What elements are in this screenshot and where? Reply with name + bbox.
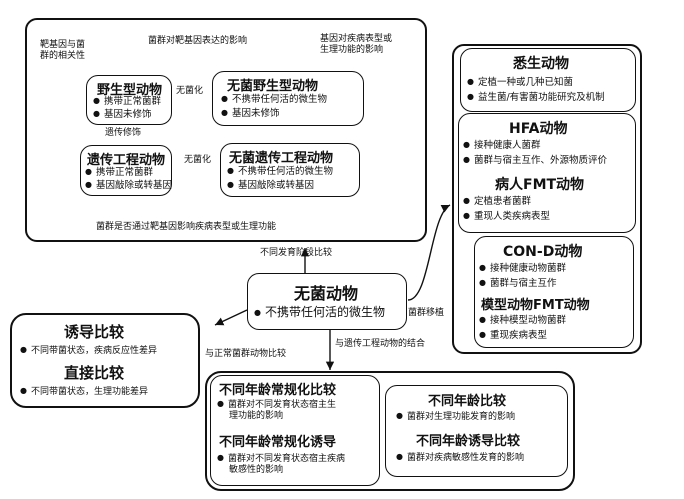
ge-item-1: 携带正常菌群	[85, 167, 153, 179]
ge-title: 遗传工程动物	[87, 153, 166, 168]
induced-item: 不同带菌状态，疾病反应性差异	[20, 346, 157, 357]
age-cmp-title: 不同年龄比较	[428, 394, 507, 409]
gnotobiotic-box: 悉生动物 定植一种或几种已知菌 益生菌/有害菌功能研究及机制	[460, 48, 636, 112]
gf-wild-item-2: 基因未修饰	[221, 108, 280, 120]
germfree-center-box: 无菌动物 不携带任何活的微生物	[247, 273, 407, 330]
wild-type-box: 野生型动物 携带正常菌群 基因未修饰	[86, 75, 172, 125]
wild-item-1: 携带正常菌群	[93, 96, 161, 108]
age-norm-cmp-title: 不同年龄常规化比较	[219, 383, 337, 398]
label-germfree-2: 无菌化	[184, 155, 212, 165]
gf-wild-box: 无菌野生型动物 不携带任何活的微生物 基因未修饰	[212, 71, 364, 126]
age-cmp-item: 菌群对生理功能发育的影响	[396, 412, 515, 423]
hfa-title: HFA动物	[509, 121, 568, 137]
wild-type-title: 野生型动物	[97, 83, 163, 98]
model-fmt-item-2: 重现疾病表型	[479, 330, 547, 342]
hfa-item-1: 接种健康人菌群	[463, 140, 541, 152]
ge-box: 遗传工程动物 携带正常菌群 基因敲除或转基因	[80, 145, 172, 196]
direct-item: 不同带菌状态，生理功能差异	[20, 387, 148, 398]
left-panel: 诱导比较 不同带菌状态，疾病反应性差异 直接比较 不同带菌状态，生理功能差异	[10, 313, 200, 408]
gnotobiotic-title: 悉生动物	[513, 56, 569, 72]
cond-item-2: 菌群与宿主互作	[479, 278, 557, 290]
ge-item-2: 基因敲除或转基因	[85, 180, 172, 192]
gnotobiotic-item-1: 定植一种或几种已知菌	[467, 77, 573, 89]
germfree-title: 无菌动物	[294, 284, 359, 303]
label-target-gene-correlation: 靶基因与菌群的相关性	[40, 40, 86, 61]
patient-fmt-title: 病人FMT动物	[495, 177, 585, 193]
label-flora-gene-expression: 菌群对靶基因表达的影响	[148, 36, 248, 46]
cond-box: CON-D动物 接种健康动物菌群 菌群与宿主互作 模型动物FMT动物 接种模型动…	[474, 236, 634, 348]
hfa-item-2: 菌群与宿主互作、外源物质评价	[463, 155, 607, 167]
age-norm-cmp-item: 菌群对不同发育状态宿主生 理功能的影响	[217, 400, 336, 423]
edge-label-vs-normal: 与正常菌群动物比较	[205, 349, 287, 359]
wild-item-2: 基因未修饰	[93, 109, 152, 121]
model-fmt-item-1: 接种模型动物菌群	[479, 315, 566, 327]
label-flora-via-target-gene: 菌群是否通过靶基因影响疾病表型或生理功能	[96, 222, 277, 232]
age-comparison-box: 不同年龄比较 菌群对生理功能发育的影响 不同年龄诱导比较 菌群对疾病敏感性发育的…	[385, 385, 568, 477]
age-ind-title: 不同年龄诱导比较	[416, 434, 521, 449]
patient-fmt-item-1: 定植患者菌群	[463, 196, 531, 208]
cond-title: CON-D动物	[503, 244, 583, 260]
hfa-box: HFA动物 接种健康人菌群 菌群与宿主互作、外源物质评价 病人FMT动物 定植患…	[458, 113, 636, 233]
label-genetic-modification: 遗传修饰	[105, 128, 142, 138]
gf-ge-item-2: 基因敲除或转基因	[227, 180, 314, 192]
label-germfree-1: 无菌化	[176, 86, 204, 96]
edge-label-combine-ge: 与遗传工程动物的结合	[335, 339, 426, 349]
gnotobiotic-item-2: 益生菌/有害菌功能研究及机制	[467, 92, 605, 104]
label-gene-phenotype: 基因对疾病表型或生理功能的影响	[320, 34, 393, 55]
gf-ge-box: 无菌遗传工程动物 不携带任何活的微生物 基因敲除或转基因	[220, 143, 360, 197]
cond-item-1: 接种健康动物菌群	[479, 263, 566, 275]
germfree-item: 不携带任何活的微生物	[254, 305, 385, 320]
age-norm-ind-item: 菌群对不同发育状态宿主疾病 敏感性的影响	[217, 454, 345, 477]
gf-ge-title: 无菌遗传工程动物	[229, 151, 334, 166]
edge-label-development-stage: 不同发育阶段比较	[260, 248, 333, 258]
top-panel	[25, 18, 427, 242]
edge-label-flora-transplant: 菌群移植	[408, 308, 445, 318]
gf-ge-item-1: 不携带任何活的微生物	[227, 166, 333, 178]
induced-title: 诱导比较	[64, 323, 125, 341]
age-normalization-box: 不同年龄常规化比较 菌群对不同发育状态宿主生 理功能的影响 不同年龄常规化诱导 …	[210, 375, 380, 486]
model-fmt-title: 模型动物FMT动物	[481, 298, 590, 313]
age-ind-item: 菌群对疾病敏感性发育的影响	[396, 453, 524, 464]
gf-wild-item-1: 不携带任何活的微生物	[221, 94, 327, 106]
patient-fmt-item-2: 重现人类疾病表型	[463, 211, 550, 223]
direct-title: 直接比较	[64, 364, 125, 382]
age-norm-ind-title: 不同年龄常规化诱导	[219, 435, 337, 450]
gf-wild-title: 无菌野生型动物	[227, 79, 319, 94]
